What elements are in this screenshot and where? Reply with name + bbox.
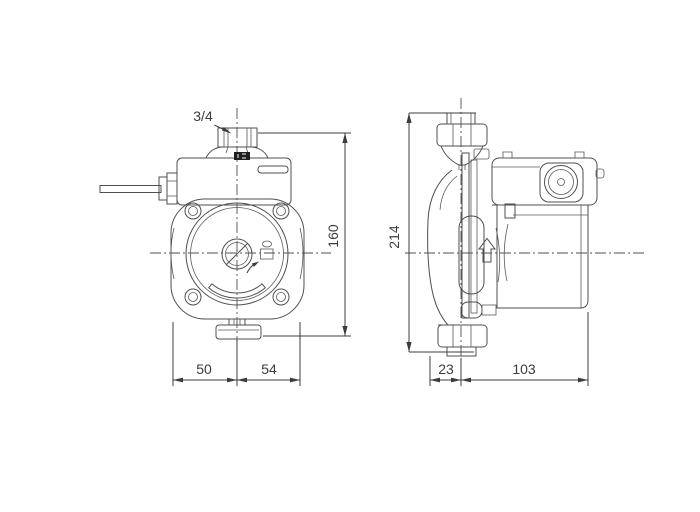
terminal-box-side <box>491 151 605 206</box>
dim-label-103: 103 <box>512 361 536 377</box>
speed-selector-icon <box>260 240 274 260</box>
cable-gland-circle <box>544 165 578 199</box>
rotation-direction-arrow-icon <box>246 261 259 274</box>
dim-label-214: 214 <box>386 225 402 249</box>
dimension-width-50-54: 50 54 <box>172 322 301 386</box>
pump-face-outer-circle <box>185 202 289 306</box>
front-view: 3/4 <box>99 108 351 386</box>
top-union-fitting <box>436 112 488 170</box>
port-size-label: 3/4 <box>193 108 213 124</box>
flow-direction-arrow-icon <box>477 237 497 263</box>
flange-screws <box>184 202 290 306</box>
screw-slot <box>226 243 248 265</box>
motor-body <box>492 203 589 309</box>
dim-label-23: 23 <box>438 361 454 377</box>
dimension-height-160: 160 <box>258 132 351 337</box>
brand-label-plate-icon <box>234 152 250 160</box>
dim-label-50: 50 <box>196 361 212 377</box>
side-tab <box>595 168 605 179</box>
power-cable <box>99 185 162 193</box>
pump-face-inner-circle <box>190 207 284 301</box>
terminal-box-slot <box>257 165 289 174</box>
pump-housing <box>170 198 305 320</box>
bottom-port <box>215 318 262 340</box>
dimension-depth-23-103: 23 103 <box>429 312 589 386</box>
port-size-callout: 3/4 <box>193 108 232 134</box>
dimension-height-214: 214 <box>386 112 476 353</box>
side-view: 214 23 103 <box>386 98 645 386</box>
vent-arc-slot <box>207 283 267 299</box>
terminal-box <box>176 152 292 206</box>
pump-housing-edge <box>458 148 497 319</box>
union-nut-top <box>436 123 488 147</box>
valve-body <box>427 169 458 326</box>
gland-bracket <box>539 162 584 203</box>
union-nut-bottom <box>437 324 488 348</box>
dim-label-160: 160 <box>325 224 341 248</box>
power-cable-gland <box>99 172 178 205</box>
dim-label-54: 54 <box>261 361 277 377</box>
bottom-union-fitting <box>437 324 488 357</box>
shaft-plug <box>221 238 253 270</box>
leader-arrowhead <box>221 127 232 134</box>
